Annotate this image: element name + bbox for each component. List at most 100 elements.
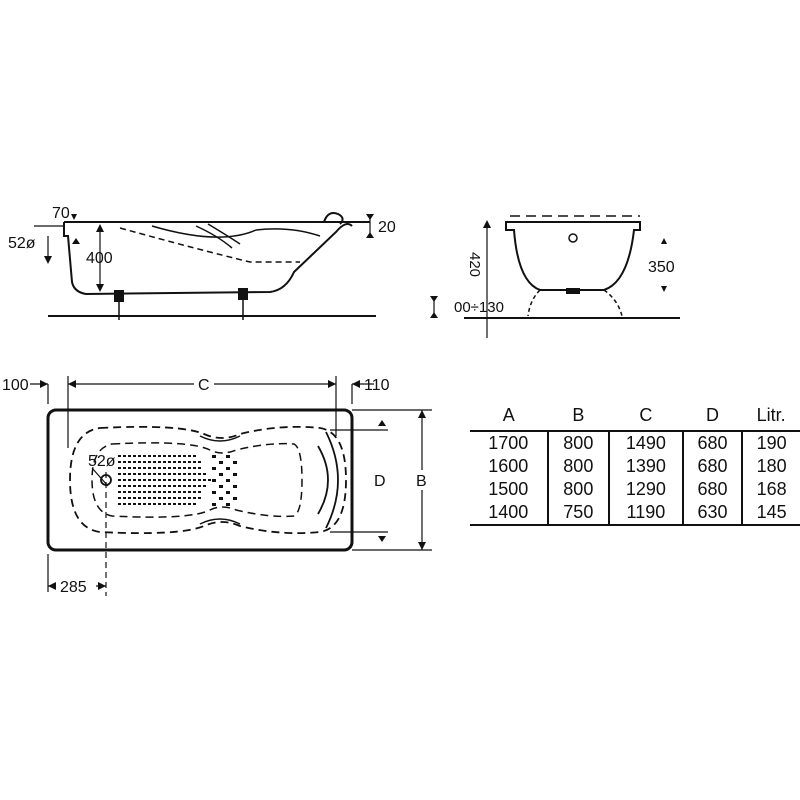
table-cell: 680 <box>681 455 743 478</box>
anti-slip-dot <box>219 497 223 500</box>
anti-slip-dot <box>173 461 176 463</box>
anti-slip-dot <box>153 503 156 505</box>
length-label: C <box>198 377 210 394</box>
anti-slip-dot <box>168 455 171 457</box>
end-foot-right <box>603 289 623 317</box>
end-foot-left <box>527 289 541 317</box>
anti-slip-dot <box>153 491 156 493</box>
left-offset-label: 100 <box>2 377 29 394</box>
anti-slip-dot <box>153 467 156 469</box>
anti-slip-dot <box>193 473 196 475</box>
anti-slip-dot <box>133 497 136 499</box>
depth-arrow-top <box>661 238 667 244</box>
anti-slip-dot <box>173 485 176 487</box>
anti-slip-dot <box>163 473 166 475</box>
height-label: 400 <box>86 250 113 267</box>
anti-slip-dot <box>168 473 171 475</box>
anti-slip-dot <box>226 455 230 458</box>
top-side-grip-upper <box>199 435 241 442</box>
drain-offset-arrow-left <box>48 582 56 590</box>
anti-slip-dot <box>173 503 176 505</box>
anti-slip-dot <box>128 455 131 457</box>
anti-slip-dot <box>183 491 186 493</box>
overflow-diameter-label: 52ø <box>8 235 36 252</box>
table-cell: 1490 <box>608 430 683 455</box>
drain-offset-arrow-right <box>98 582 106 590</box>
anti-slip-dot <box>138 479 141 481</box>
table-cell: 1400 <box>470 501 548 526</box>
anti-slip-dot <box>138 503 141 505</box>
anti-slip-dot <box>128 497 131 499</box>
anti-slip-dot <box>123 491 126 493</box>
anti-slip-dot <box>178 497 181 499</box>
top-side-grip-lower <box>199 518 241 525</box>
anti-slip-dot <box>203 473 206 475</box>
anti-slip-dot <box>168 491 171 493</box>
anti-slip-dot <box>118 479 121 481</box>
right-offset-label: 110 <box>364 377 390 394</box>
total-height-label: 420 <box>466 252 483 277</box>
anti-slip-dot <box>143 497 146 499</box>
dimension-table: A B C D Litr. 1700 800 1490 680 190 1600… <box>470 400 800 526</box>
table-row: 1600 800 1390 680 180 <box>470 455 800 478</box>
table-cell: 190 <box>741 430 800 455</box>
anti-slip-dot <box>148 479 151 481</box>
anti-slip-dot <box>198 491 201 493</box>
anti-slip-dot <box>168 485 171 487</box>
d-arrow-top <box>378 420 386 426</box>
anti-slip-dot <box>123 503 126 505</box>
anti-slip-dot <box>178 455 181 457</box>
anti-slip-dot <box>163 479 166 481</box>
anti-slip-dot <box>133 473 136 475</box>
table-cell: 180 <box>741 455 800 478</box>
table-cell: 800 <box>546 478 610 501</box>
table-cell: 750 <box>546 501 610 526</box>
table-row: 1400 750 1190 630 145 <box>470 501 800 526</box>
anti-slip-dot <box>118 497 121 499</box>
anti-slip-dot <box>173 467 176 469</box>
anti-slip-dot <box>178 479 181 481</box>
anti-slip-dot <box>193 479 196 481</box>
anti-slip-dot <box>193 467 196 469</box>
table-cell: 800 <box>546 455 610 478</box>
anti-slip-dot <box>138 455 141 457</box>
table-header: C <box>639 404 653 425</box>
anti-slip-dot <box>123 467 126 469</box>
anti-slip-dot <box>138 491 141 493</box>
anti-slip-dot <box>178 461 181 463</box>
anti-slip-dot <box>123 473 126 475</box>
anti-slip-dot <box>163 503 166 505</box>
anti-slip-dot <box>178 491 181 493</box>
anti-slip-dot <box>148 467 151 469</box>
d-arrow-bottom <box>378 536 386 542</box>
anti-slip-dot <box>212 491 216 494</box>
anti-slip-dot <box>138 497 141 499</box>
anti-slip-dot <box>173 455 176 457</box>
height-arrow-bottom <box>96 284 104 292</box>
anti-slip-dot <box>143 467 146 469</box>
anti-slip-dot <box>168 503 171 505</box>
anti-slip-dot <box>143 473 146 475</box>
anti-slip-dot <box>226 479 230 482</box>
table-cell: 1190 <box>608 501 683 526</box>
side-tub-profile <box>63 222 353 296</box>
table-cell: 680 <box>681 478 743 501</box>
anti-slip-dot <box>183 479 186 481</box>
anti-slip-dot <box>153 479 156 481</box>
anti-slip-dot <box>193 497 196 499</box>
rim-offset-arrow <box>71 214 77 220</box>
table-cell: 1290 <box>608 478 683 501</box>
anti-slip-dot <box>128 485 131 487</box>
anti-slip-dot <box>138 473 141 475</box>
table-cell: 145 <box>741 501 800 526</box>
anti-slip-dot <box>158 467 161 469</box>
table-cell: 630 <box>681 501 743 526</box>
anti-slip-dot <box>212 479 216 482</box>
drain-diameter-label: 52ø <box>88 453 116 470</box>
anti-slip-dot <box>133 503 136 505</box>
anti-slip-dot <box>153 455 156 457</box>
anti-slip-dot <box>158 503 161 505</box>
anti-slip-dot <box>148 485 151 487</box>
anti-slip-dot <box>158 491 161 493</box>
